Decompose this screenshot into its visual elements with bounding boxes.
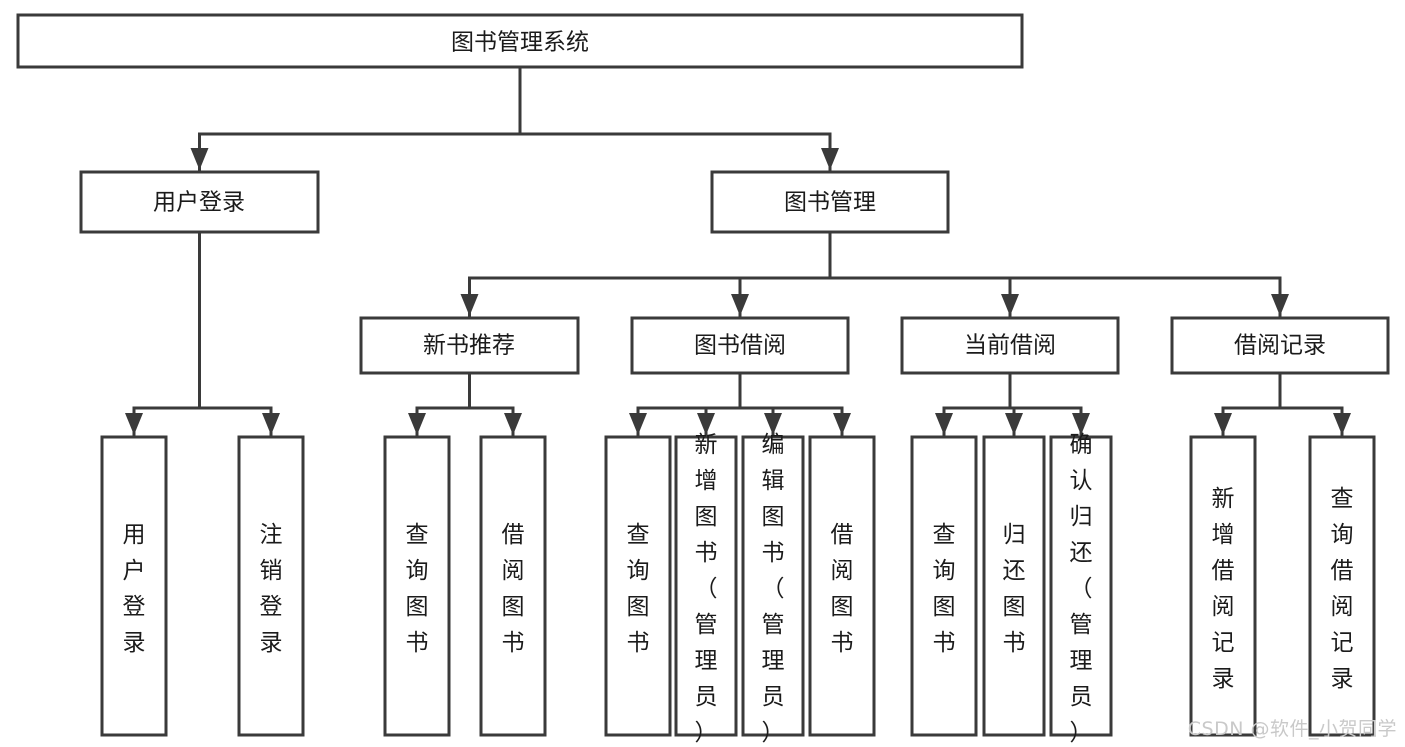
node-root[interactable]: 图书管理系统: [16, 13, 1024, 69]
node-user-login[interactable]: 用户登录: [79, 170, 320, 234]
leaf-edit-book-label: 编辑图书（管理员）: [762, 432, 785, 746]
new-book-recommend-label: 新书推荐: [423, 333, 515, 359]
book-borrow-box[interactable]: [630, 316, 850, 375]
leaf-node-leaf-borrow-book-1[interactable]: 借阅图书: [479, 435, 547, 737]
arrow-head-icon-book-borrow-0: [629, 413, 647, 435]
node-book-borrow[interactable]: 图书借阅: [630, 316, 850, 375]
leaf-user-login-box[interactable]: [100, 435, 168, 737]
leaf-logout-login-box[interactable]: [237, 435, 305, 737]
leaf-node-leaf-confirm-return[interactable]: 确认归还（管理员）: [1049, 432, 1113, 746]
leaf-confirm-return-box[interactable]: [1049, 435, 1113, 737]
leaf-node-leaf-query-book-3[interactable]: 查询图书: [910, 435, 978, 737]
user-login-label: 用户登录: [153, 190, 245, 216]
book-manage-box[interactable]: [710, 170, 950, 234]
leaf-query-record-box[interactable]: [1308, 435, 1376, 737]
arrow-head-icon-borrow-record-1: [1333, 413, 1351, 435]
arrow-head-icon-current-borrow-2: [1072, 413, 1090, 435]
leaf-logout-login-label: 注销登录: [260, 522, 283, 656]
leaf-borrow-book-2-label: 借阅图书: [831, 522, 854, 656]
leaf-node-leaf-query-record[interactable]: 查询借阅记录: [1308, 435, 1376, 737]
leaf-borrow-book-1-box[interactable]: [479, 435, 547, 737]
arrow-head-icon-level3-1: [731, 294, 749, 316]
leaf-return-book-label: 归还图书: [1003, 522, 1026, 656]
leaf-add-book-label: 新增图书（管理员）: [695, 432, 718, 746]
arrow-head-icon-borrow-record-0: [1214, 413, 1232, 435]
leaf-query-book-2-box[interactable]: [604, 435, 672, 737]
leaf-node-leaf-borrow-book-2[interactable]: 借阅图书: [808, 435, 876, 737]
arrow-head-icon-level3-0: [460, 294, 479, 316]
leaf-add-book-box[interactable]: [674, 435, 738, 737]
node-borrow-record[interactable]: 借阅记录: [1170, 316, 1390, 375]
leaf-node-leaf-add-book[interactable]: 新增图书（管理员）: [674, 432, 738, 746]
arrow-head-icon-level2-0: [190, 148, 209, 170]
leaf-return-book-box[interactable]: [982, 435, 1046, 737]
leaf-node-leaf-return-book[interactable]: 归还图书: [982, 435, 1046, 737]
leaf-query-book-2-label: 查询图书: [627, 522, 650, 656]
arrow-head-icon-current-borrow-1: [1005, 413, 1023, 435]
book-borrow-label: 图书借阅: [694, 333, 786, 359]
arrow-head-icon-new-book-recommend-1: [504, 413, 522, 435]
leaf-node-leaf-user-login[interactable]: 用户登录: [100, 435, 168, 737]
root-label: 图书管理系统: [451, 30, 589, 56]
current-borrow-label: 当前借阅: [964, 333, 1056, 359]
borrow-record-box[interactable]: [1170, 316, 1390, 375]
leaf-query-book-1-label: 查询图书: [406, 522, 429, 656]
leaf-node-leaf-edit-book[interactable]: 编辑图书（管理员）: [741, 432, 805, 746]
leaf-query-record-label: 查询借阅记录: [1331, 486, 1354, 692]
leaf-node-leaf-query-book-2[interactable]: 查询图书: [604, 435, 672, 737]
leaf-query-book-1-box[interactable]: [383, 435, 451, 737]
csdn-watermark: CSDN @软件_小贺同学: [1187, 718, 1397, 740]
current-borrow-box[interactable]: [900, 316, 1120, 375]
user-login-box[interactable]: [79, 170, 320, 234]
new-book-recommend-box[interactable]: [359, 316, 580, 375]
book-manage-label: 图书管理: [784, 190, 876, 216]
node-book-manage[interactable]: 图书管理: [710, 170, 950, 234]
arrow-head-icon-current-borrow-0: [935, 413, 953, 435]
leaf-borrow-book-2-box[interactable]: [808, 435, 876, 737]
leaf-user-login-label: 用户登录: [123, 522, 146, 656]
leaf-borrow-book-1-label: 借阅图书: [502, 522, 525, 656]
leaf-query-book-3-label: 查询图书: [933, 522, 956, 656]
arrow-head-icon-level2-1: [821, 148, 839, 170]
connector-layer: [125, 65, 1351, 437]
leaf-node-leaf-add-record[interactable]: 新增借阅记录: [1189, 435, 1257, 737]
arrow-head-icon-book-borrow-2: [764, 413, 782, 435]
leaf-node-layer: 用户登录 注销登录 查询图书 借阅图书 查询图书 新增图书（管理员） 编辑图书（管理员） 借阅…: [100, 432, 1376, 746]
node-current-borrow[interactable]: 当前借阅: [900, 316, 1120, 375]
node-new-book-recommend[interactable]: 新书推荐: [359, 316, 580, 375]
arrow-head-icon-level3-3: [1271, 294, 1289, 316]
arrow-head-icon-level3-2: [1001, 294, 1019, 316]
arrow-head-icon-user-login-1: [262, 413, 280, 435]
arrow-head-icon-user-login-0: [125, 413, 143, 435]
leaf-add-record-label: 新增借阅记录: [1212, 486, 1235, 692]
arrow-head-icon-book-borrow-1: [697, 413, 715, 435]
arrow-head-icon-book-borrow-3: [833, 413, 851, 435]
leaf-query-book-3-box[interactable]: [910, 435, 978, 737]
leaf-node-leaf-logout-login[interactable]: 注销登录: [237, 435, 305, 737]
root-box[interactable]: [16, 13, 1024, 69]
arrow-head-icon-new-book-recommend-0: [408, 413, 426, 435]
borrow-record-label: 借阅记录: [1234, 333, 1326, 359]
leaf-node-leaf-query-book-1[interactable]: 查询图书: [383, 435, 451, 737]
leaf-edit-book-box[interactable]: [741, 435, 805, 737]
leaf-confirm-return-label: 确认归还（管理员）: [1070, 432, 1093, 746]
leaf-add-record-box[interactable]: [1189, 435, 1257, 737]
